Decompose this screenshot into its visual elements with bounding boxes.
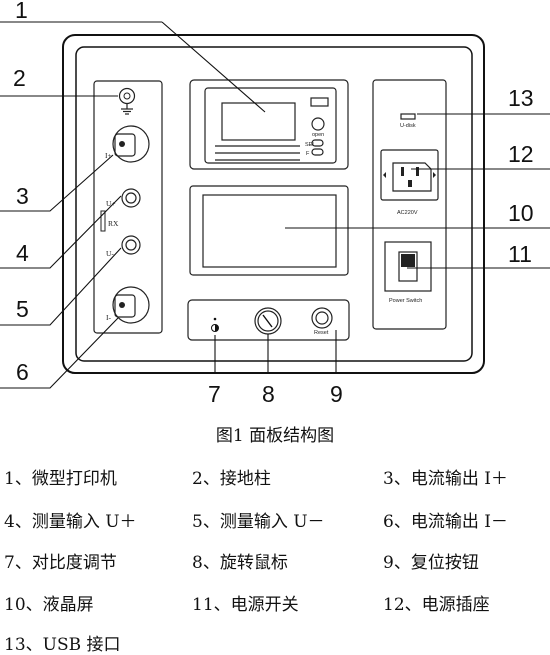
legend-item: 4、测量输入 U＋: [4, 512, 137, 532]
legend-item: 13、USB 接口: [4, 635, 121, 655]
callout-12: 12: [508, 141, 534, 167]
label-i-minus: I-: [106, 313, 111, 322]
legend-item: 2、接地柱: [192, 469, 271, 489]
legend-item: 5、测量输入 U－: [192, 512, 325, 532]
callout-8: 8: [262, 381, 275, 407]
label-u-minus: U-: [106, 249, 114, 258]
legend-item: 12、电源插座: [383, 595, 490, 615]
printer-indicator: [310, 97, 329, 107]
printer-sel-button: [311, 139, 324, 147]
printer-feed-button: [311, 148, 324, 156]
legend-item: 11、电源开关: [192, 595, 299, 615]
udisk-label: U-disk: [400, 123, 416, 129]
ac220v-label: AC220V: [397, 210, 418, 216]
measure-input-u-minus-terminal: [121, 235, 141, 255]
callout-4: 4: [16, 240, 29, 266]
power-module: [372, 79, 447, 330]
rx-bracket: [100, 210, 106, 232]
label-i-plus: I+: [105, 151, 112, 160]
callout-5: 5: [16, 296, 29, 322]
callout-1: 1: [15, 0, 28, 23]
rotary-knob: [254, 307, 282, 335]
printer-open-button: [311, 117, 325, 131]
printer-inner: [204, 87, 337, 164]
lcd-screen: [202, 194, 337, 268]
callout-10: 10: [508, 200, 534, 226]
terminal-strip: [93, 80, 163, 334]
current-output-i-plus-terminal: [112, 125, 150, 163]
callout-13: 13: [508, 85, 534, 111]
current-output-i-minus-terminal: [112, 286, 150, 324]
power-socket: [380, 149, 439, 201]
printer-open-label: open: [312, 132, 324, 138]
printer-feed-label: F: [306, 151, 310, 157]
legend-item: 10、液晶屏: [4, 595, 94, 615]
legend-item: 3、电流输出 I＋: [383, 469, 508, 489]
power-switch-label: Power Switch: [389, 298, 422, 304]
lcd-housing: [189, 185, 349, 276]
legend-item: 9、复位按钮: [383, 553, 479, 573]
printer-paper-window: [221, 102, 296, 141]
inner-panel: [75, 46, 473, 362]
legend-item: 1、微型打印机: [4, 469, 117, 489]
outer-enclosure: [62, 34, 485, 374]
measure-input-u-plus-terminal: [121, 188, 141, 208]
callout-7: 7: [208, 381, 221, 407]
figure-caption: 图1 面板结构图: [215, 426, 335, 446]
reset-label: Reset: [314, 330, 329, 336]
label-rx: RX: [108, 219, 119, 228]
printer-sel-label: SEL: [305, 142, 315, 148]
printer-housing: [189, 79, 349, 170]
callout-6: 6: [16, 359, 29, 385]
contrast-adjust-icon: [211, 317, 219, 332]
legend-item: 8、旋转鼠标: [192, 553, 288, 573]
reset-button: [311, 307, 333, 329]
ground-post: [118, 87, 136, 115]
callout-2: 2: [13, 65, 26, 91]
callout-11: 11: [508, 241, 532, 267]
callout-3: 3: [16, 183, 29, 209]
callout-9: 9: [330, 381, 343, 407]
usb-port: [400, 113, 416, 120]
legend-item: 6、电流输出 I－: [383, 512, 508, 532]
power-switch: [384, 241, 432, 292]
legend-item: 7、对比度调节: [4, 553, 117, 573]
label-u-plus: U+: [106, 199, 116, 208]
